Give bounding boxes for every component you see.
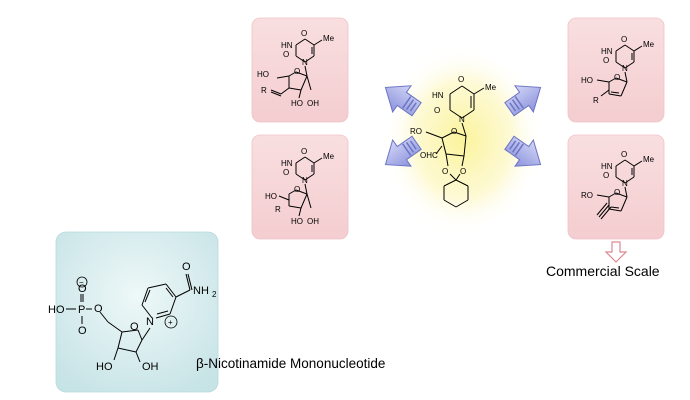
svg-text:O: O [460, 167, 466, 176]
svg-text:O: O [78, 325, 87, 337]
center-glow [383, 45, 543, 235]
nmn-name-label: β-Nicotinamide Mononucleotide [196, 356, 385, 371]
svg-text:Me: Me [323, 34, 335, 43]
svg-text:O: O [603, 171, 609, 180]
svg-text:O: O [283, 168, 289, 177]
svg-text:O: O [603, 56, 609, 65]
svg-text:HO: HO [291, 217, 303, 226]
svg-text:O: O [621, 35, 627, 44]
molecule-dideoxy-nucleoside: O HN O Me N O HO R [581, 35, 655, 105]
svg-text:Me: Me [323, 152, 335, 161]
svg-text:R: R [261, 86, 267, 95]
arrow-to-top-right [504, 85, 542, 117]
svg-text:O: O [442, 167, 448, 176]
svg-text:O: O [451, 127, 457, 136]
svg-text:HN: HN [601, 162, 613, 171]
svg-text:HO: HO [96, 361, 113, 373]
svg-text:N: N [302, 58, 308, 67]
molecule-ethynyl-nucleoside: O HN O Me N O RO [581, 150, 655, 220]
svg-text:Me: Me [485, 83, 497, 92]
svg-text:O: O [614, 188, 620, 197]
product-box-middle-left: O HN O Me N O HO R HO OH [251, 134, 349, 240]
svg-text:O: O [294, 67, 300, 76]
svg-text:HN: HN [432, 91, 444, 100]
molecule-alkenyl-nucleoside: O HN O Me N O HO R HO OH [257, 29, 335, 108]
svg-text:O: O [78, 283, 87, 295]
svg-text:N: N [459, 115, 465, 124]
svg-text:O: O [621, 150, 627, 159]
svg-text:+: + [168, 318, 173, 327]
svg-text:HN: HN [281, 159, 293, 168]
svg-text:N: N [146, 316, 154, 328]
product-box-top-right: O HN O Me N O HO R [567, 17, 665, 123]
commercial-scale-label: Commercial Scale [546, 263, 660, 279]
svg-text:HO: HO [291, 99, 303, 108]
svg-text:N: N [622, 64, 628, 73]
svg-text:OH: OH [307, 217, 319, 226]
svg-text:O: O [283, 50, 289, 59]
nmn-box: N + O NH 2 O HO OH O [48, 231, 219, 393]
svg-text:NH: NH [193, 285, 209, 297]
svg-text:P: P [78, 304, 85, 316]
svg-text:HO: HO [265, 192, 277, 201]
svg-text:O: O [130, 321, 139, 333]
svg-text:OH: OH [142, 361, 159, 373]
svg-text:O: O [458, 75, 464, 84]
svg-text:N: N [622, 179, 628, 188]
arrow-to-top-left [384, 85, 422, 117]
svg-text:−: − [79, 278, 84, 287]
svg-text:O: O [294, 185, 300, 194]
arrow-to-middle-right [504, 135, 542, 167]
svg-text:RO: RO [581, 191, 593, 200]
svg-text:R: R [593, 96, 599, 105]
svg-text:R: R [275, 205, 281, 214]
molecule-dihydroxy-nucleoside: O HN O Me N O HO R HO OH [265, 147, 335, 226]
svg-text:O: O [301, 29, 307, 38]
product-box-middle-right: O HN O Me N O RO [567, 134, 665, 240]
svg-text:2: 2 [212, 290, 217, 299]
svg-text:N: N [302, 176, 308, 185]
svg-text:HO: HO [257, 70, 269, 79]
svg-text:HO: HO [48, 304, 65, 316]
svg-text:O: O [434, 106, 440, 115]
svg-text:Me: Me [643, 40, 655, 49]
svg-text:OHC: OHC [420, 151, 438, 160]
product-box-top-left: O HN O Me N O HO R HO OH [251, 17, 349, 123]
svg-text:HO: HO [581, 76, 593, 85]
svg-text:O: O [614, 73, 620, 82]
down-arrow [604, 241, 628, 263]
svg-text:O: O [94, 303, 103, 315]
svg-text:OH: OH [307, 99, 319, 108]
svg-text:O: O [182, 261, 191, 273]
svg-text:RO: RO [410, 127, 422, 136]
arrow-to-middle-left [384, 135, 422, 167]
svg-text:O: O [301, 147, 307, 156]
svg-text:Me: Me [643, 155, 655, 164]
molecule-nmn: N + O NH 2 O HO OH O [48, 261, 217, 373]
molecule-central-intermediate: N HN O O Me O RO OHC O O [410, 75, 497, 208]
svg-text:HN: HN [281, 41, 293, 50]
svg-text:HN: HN [601, 47, 613, 56]
